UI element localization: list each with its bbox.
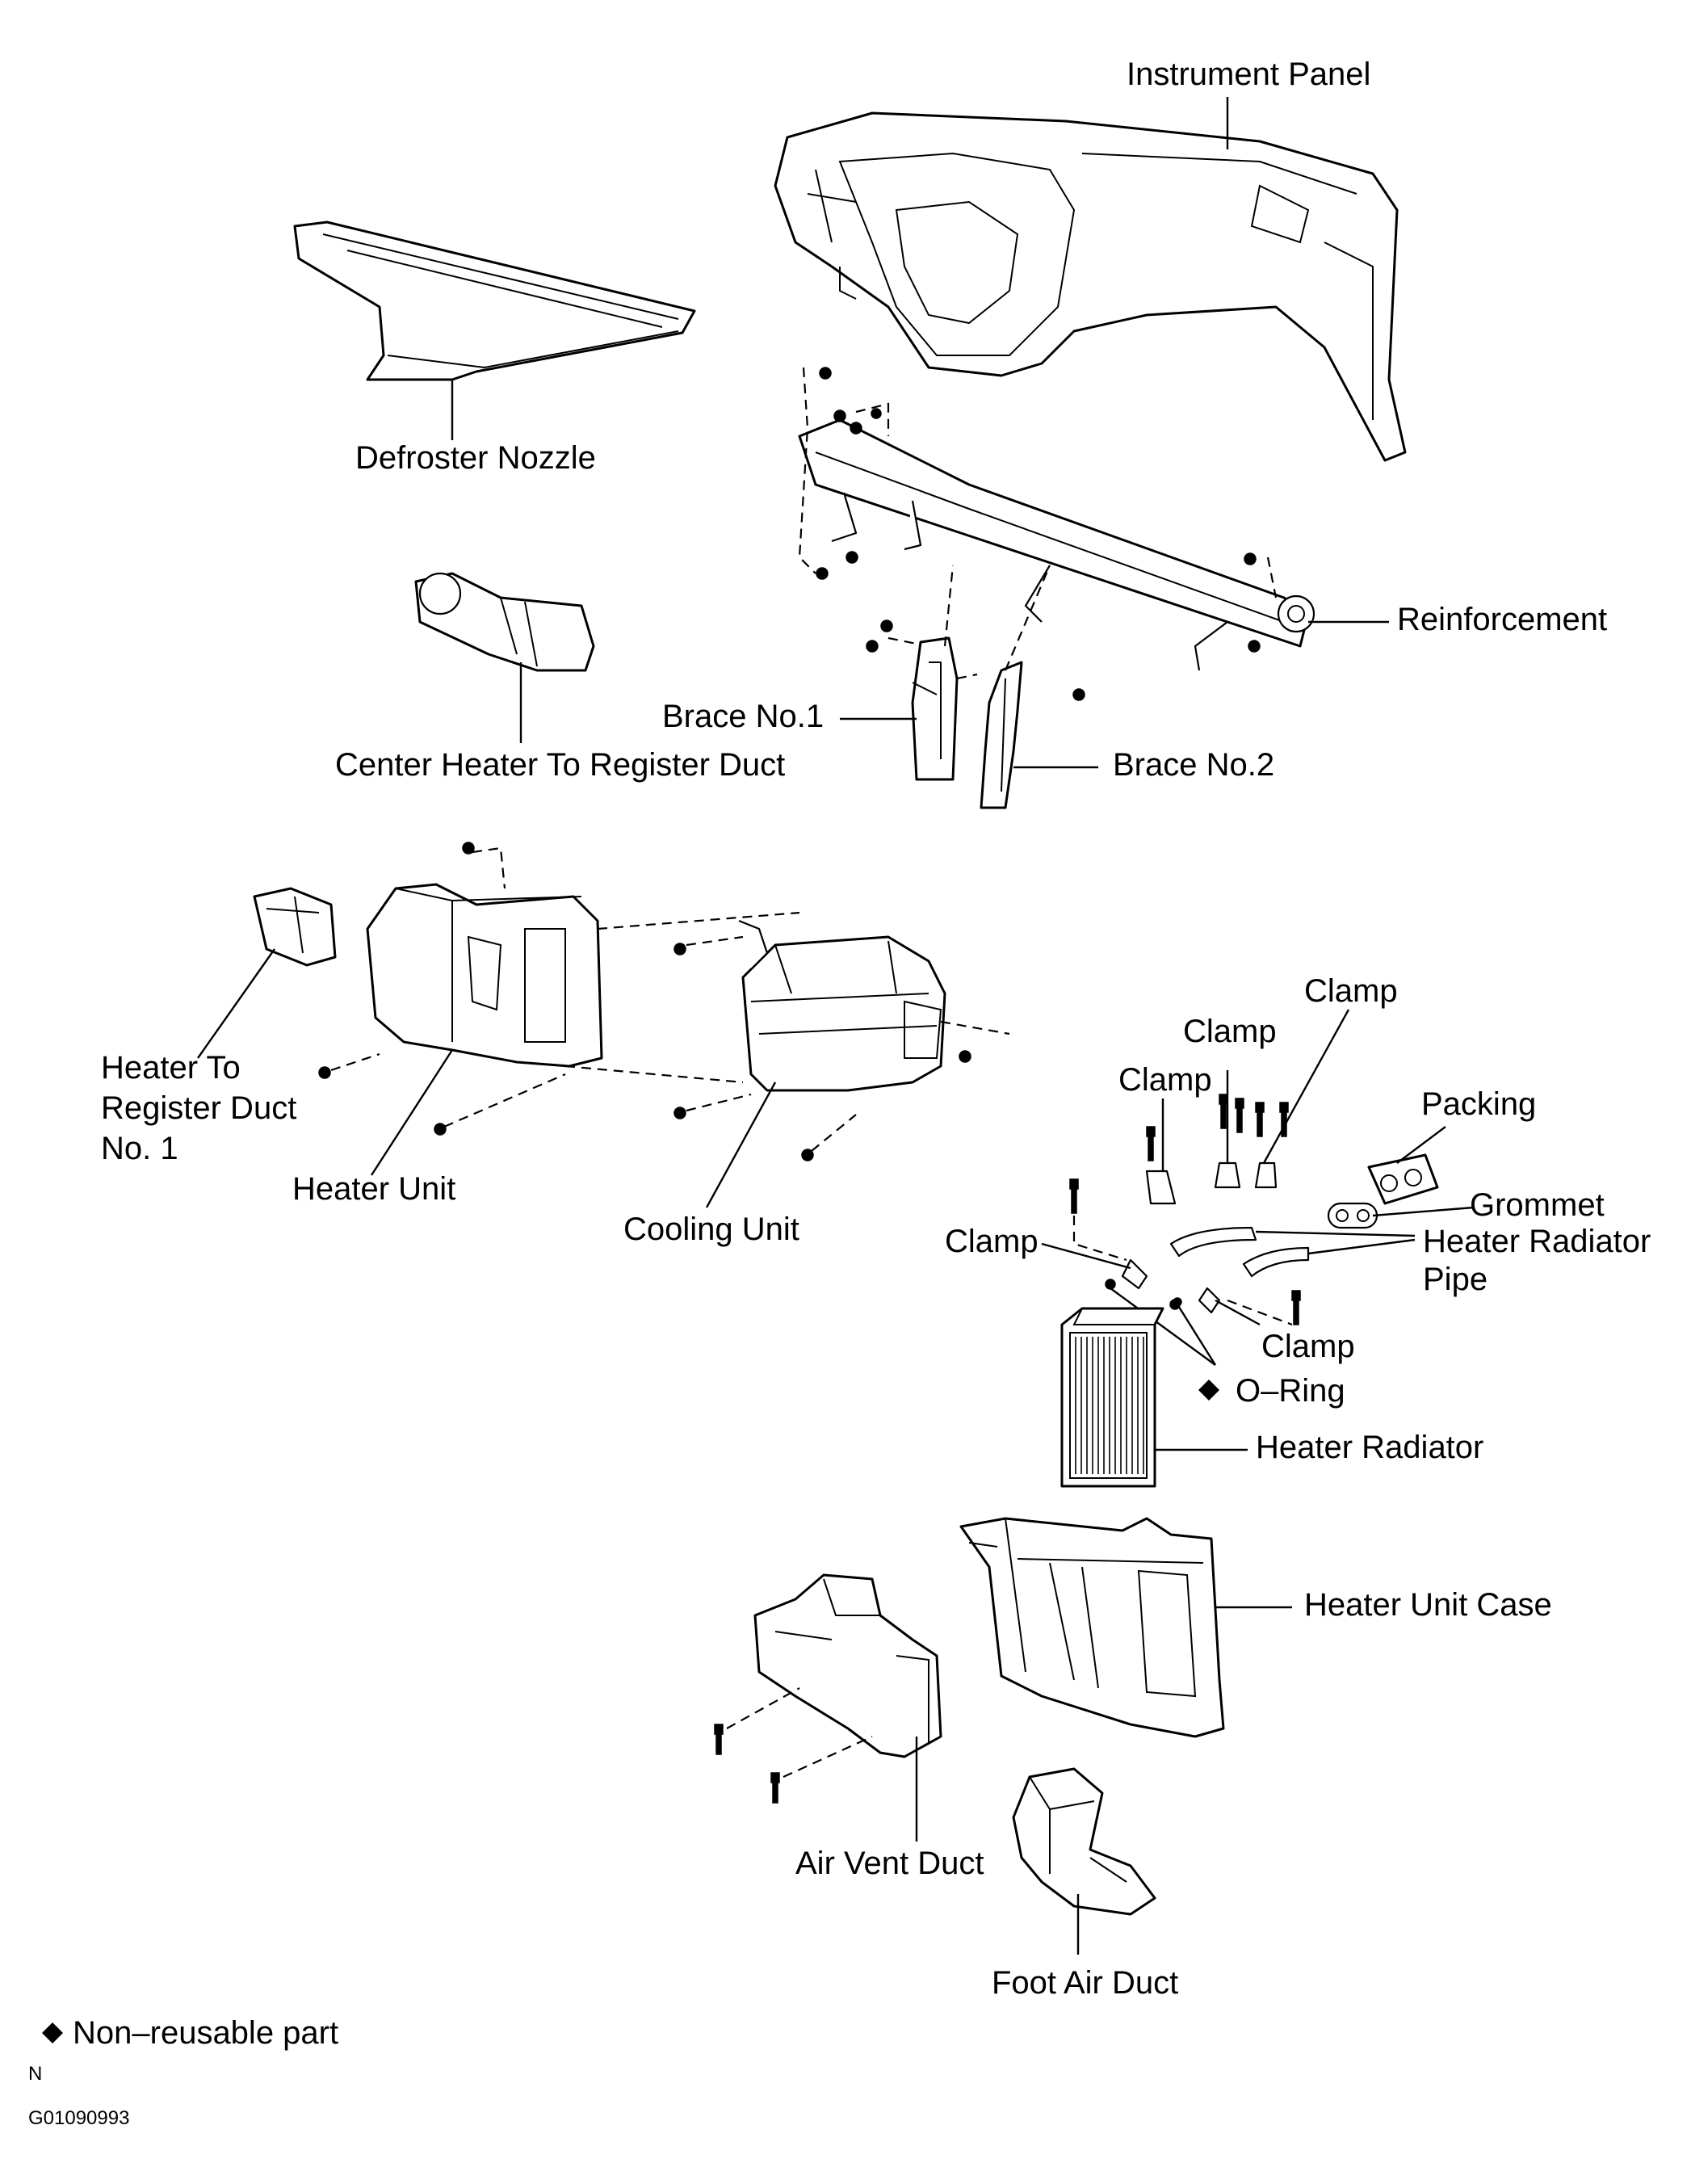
pipe-leader-1 [1255,1230,1416,1237]
clamp-label-3: Clamp [1304,973,1398,1009]
heater-to-register-label-line3: No. 1 [101,1131,178,1166]
instrument-panel-drawing [774,111,1407,462]
clamp-leader-4 [1041,1242,1131,1270]
brace-no2-label: Brace No.2 [1113,747,1274,783]
center-heater-duct-drawing [414,572,595,672]
grommet-leader [1372,1206,1475,1217]
heater-unit-label: Heater Unit [292,1171,455,1207]
heater-to-register-duct-drawing [253,887,337,967]
o-ring-leader-1 [1110,1287,1216,1366]
heater-unit-leader [370,1049,454,1176]
foot-air-duct-label: Foot Air Duct [992,1965,1178,2001]
heater-radiator-pipe-label-line2: Pipe [1423,1262,1487,1297]
cooling-unit-leader [705,1082,777,1208]
orientation-marker: N [28,2063,42,2085]
cooling-unit-label: Cooling Unit [623,1212,799,1247]
clamp-label-5: Clamp [1261,1329,1355,1364]
o-ring-nonreusable-diamond [1198,1380,1219,1401]
heater-radiator-drawing [1060,1307,1164,1488]
heater-to-register-label-line2: Register Duct [101,1090,296,1126]
clamp-leader-5 [1215,1299,1261,1326]
reinforcement-drawing [798,418,1315,671]
clamp-label-4: Clamp [945,1224,1039,1259]
pipe-leader-2 [1307,1238,1416,1255]
brace-no2-drawing [980,565,1051,809]
heater-unit-case-label: Heater Unit Case [1304,1587,1552,1623]
grommet-label: Grommet [1470,1187,1605,1223]
brace-no1-label: Brace No.1 [662,699,824,734]
air-vent-duct-drawing [714,1573,942,1804]
reinforcement-label: Reinforcement [1397,602,1607,637]
brace-no1-drawing [911,565,978,781]
o-ring-label: O–Ring [1236,1373,1345,1409]
clamp-label-1: Clamp [1118,1062,1212,1098]
heater-unit-drawing [318,842,603,1136]
center-duct-label: Center Heater To Register Duct [335,747,785,783]
packing-label: Packing [1421,1086,1536,1122]
clamp-label-2: Clamp [1183,1014,1277,1049]
defroster-nozzle-label: Defroster Nozzle [355,440,596,476]
heater-radiator-label: Heater Radiator [1256,1430,1483,1465]
figure-code: G01090993 [28,2107,129,2129]
radiator-fins [1075,1337,1144,1474]
heater-to-register-label-line1: Heater To [101,1050,241,1086]
legend-text: Non–reusable part [73,2015,338,2051]
reinforcement-fasteners [798,367,1278,701]
defroster-nozzle-drawing [293,220,696,381]
instrument-panel-label: Instrument Panel [1127,57,1370,92]
foot-air-duct-drawing [1012,1767,1156,1916]
heater-radiator-pipe-label-line1: Heater Radiator [1423,1224,1651,1259]
legend-diamond [42,2022,63,2043]
heater-unit-case-drawing [959,1517,1225,1738]
clamps-pipes-drawing [1069,1094,1439,1326]
clamp-leader-3 [1262,1009,1350,1164]
heater-to-register-leader [197,948,275,1059]
packing-leader [1396,1126,1446,1164]
cooling-unit-drawing [564,911,1010,1161]
air-vent-duct-label: Air Vent Duct [795,1846,984,1881]
o-ring-leader-2 [1176,1304,1217,1366]
